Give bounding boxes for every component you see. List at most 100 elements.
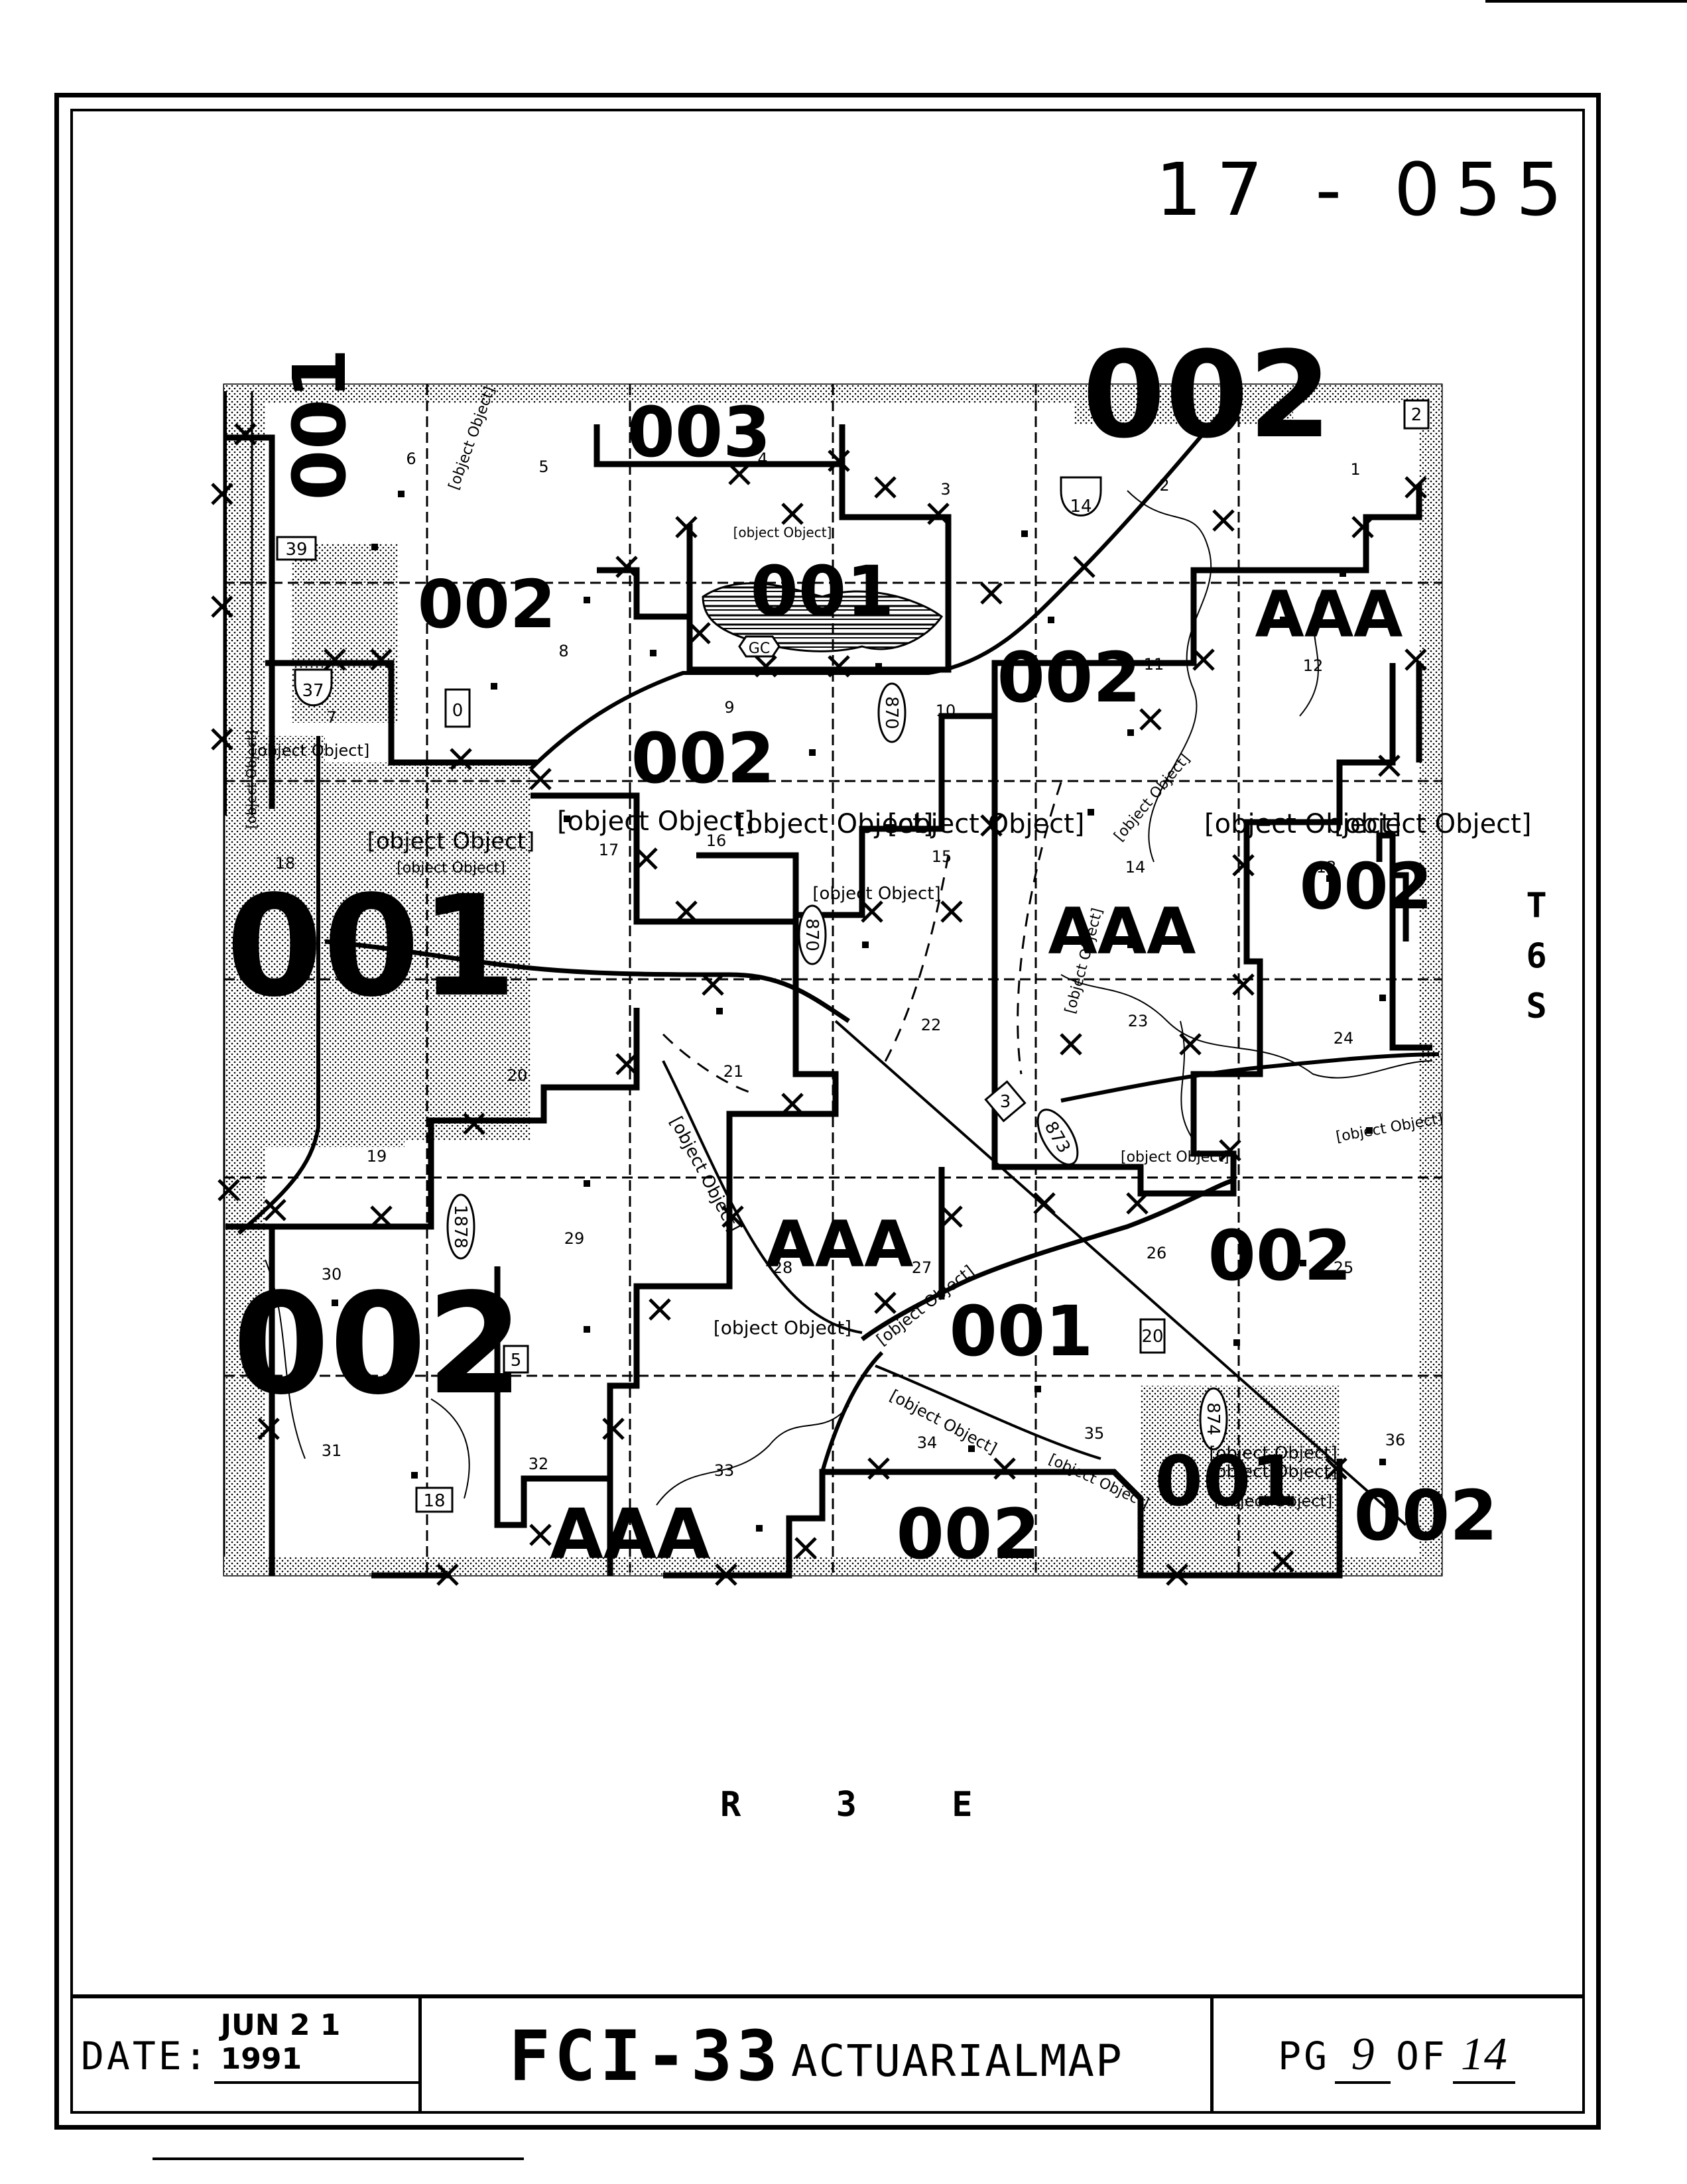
title-cell: FCI-33 ACTUARIALMAP [422, 1998, 1214, 2114]
township-letter-n2: [object Object] [1334, 809, 1531, 839]
svg-text:29: 29 [564, 1229, 585, 1248]
svg-text:14: 14 [1125, 858, 1146, 877]
zone-label: 002 [418, 566, 556, 643]
page-frame-inner [70, 109, 1585, 2114]
bottom-edge-rule [153, 2157, 524, 2160]
date-stamp: JUN 2 1 1991 [214, 2008, 418, 2084]
township-letter: T [1526, 886, 1547, 926]
svg-text:16: 16 [706, 831, 727, 850]
svg-text:37: 37 [302, 681, 324, 701]
svg-text:33: 33 [714, 1461, 735, 1480]
svg-text:24: 24 [1334, 1029, 1354, 1048]
benton-urban-area [225, 736, 531, 1147]
route-shield-870-b: 870 [798, 904, 827, 965]
svg-text:5: 5 [511, 1351, 522, 1370]
svg-text:22: 22 [921, 1016, 942, 1034]
svg-text:26: 26 [1147, 1244, 1167, 1262]
svg-text:18: 18 [275, 854, 296, 873]
svg-text:39: 39 [285, 540, 307, 560]
township-direction: S [1526, 987, 1547, 1026]
svg-text:17: 17 [599, 841, 619, 859]
feature-little: [object Object] [1121, 1149, 1229, 1166]
zone-label: 003 [627, 392, 771, 473]
structure-markers [332, 491, 1386, 1532]
top-edge-rule [1485, 0, 1687, 3]
township-letter-n: [object Object] [887, 809, 1084, 839]
map-id: 17 - 055 [1155, 147, 1577, 232]
page-frame-outer [54, 93, 1601, 2130]
minor-roads [662, 782, 1062, 1095]
township-number: 6 [1526, 936, 1547, 976]
zone-label: AAA [1255, 577, 1403, 652]
svg-text:13: 13 [1316, 858, 1337, 877]
route-shield-20: 20 [1139, 1318, 1166, 1354]
range-label: R 3 E [720, 1785, 1010, 1825]
boundary-x-marks [211, 423, 1427, 1586]
zone-labels: 001 002 003 002 001 AAA 002 002 001 AAA … [226, 326, 1498, 1575]
route-shield-870-a: 870 [877, 682, 906, 743]
svg-text:11: 11 [1144, 655, 1164, 674]
svg-text:15: 15 [932, 847, 952, 866]
zone-label: AAA [550, 1494, 710, 1575]
svg-text:12: 12 [1303, 656, 1324, 675]
route-shield-37: 37 [294, 668, 333, 707]
svg-text:8: 8 [558, 642, 568, 660]
zone-label: 002 [997, 637, 1141, 718]
svg-text:35: 35 [1084, 1424, 1105, 1443]
township-letter-r: [object Object] [557, 806, 754, 837]
zone-label: 001 [277, 348, 362, 501]
route-shield-5: 5 [503, 1345, 529, 1374]
route-shield-1878: 1878 [446, 1193, 475, 1260]
highway-fap-853: [object Object] [243, 730, 259, 829]
svg-text:874: 874 [1203, 1402, 1223, 1435]
svg-text:32: 32 [529, 1455, 549, 1473]
place-pologan: [object Object] [1209, 1462, 1337, 1482]
railroads [662, 1060, 1101, 1460]
svg-text:2: 2 [1159, 476, 1169, 495]
title-block: DATE: JUN 2 1 1991 FCI-33 ACTUARIALMAP P… [70, 1994, 1585, 2114]
svg-text:20: 20 [1141, 1327, 1163, 1347]
svg-text:21: 21 [723, 1062, 744, 1081]
route-shield-2: 2 [1403, 399, 1430, 430]
place-benton-pop: [object Object] [397, 860, 505, 877]
form-name: ACTUARIALMAP [790, 2035, 1123, 2087]
township-letter-e: [object Object] [736, 809, 933, 839]
place-hanford: [object Object] [1209, 1443, 1337, 1463]
zone-label: 002 [233, 1263, 523, 1426]
svg-text:19: 19 [367, 1147, 387, 1166]
svg-text:1: 1 [1350, 460, 1360, 479]
route-shield-874: 874 [1199, 1387, 1228, 1451]
svg-text:5: 5 [538, 457, 548, 476]
svg-text:7: 7 [326, 708, 336, 727]
zone-label: 002 [1353, 1475, 1497, 1556]
svg-text:9: 9 [724, 698, 734, 717]
place-steel: [object Object] [812, 884, 940, 904]
place-benton: [object Object] [367, 828, 535, 855]
svg-text:3: 3 [940, 480, 950, 499]
date-cell: DATE: JUN 2 1 1991 [70, 1998, 422, 2114]
page-total: 14 [1452, 2028, 1515, 2084]
svg-text:870: 870 [881, 696, 901, 729]
of-label: OF [1396, 2033, 1448, 2079]
feature-lake: [object Object] [733, 524, 832, 540]
section-numbers: 6 5 4 3 2 1 7 8 9 10 11 12 18 17 16 15 1… [275, 450, 1406, 1480]
svg-text:GC: GC [749, 640, 770, 657]
svg-text:20: 20 [507, 1066, 528, 1085]
route-shield-gc: GC [738, 635, 781, 658]
route-shield-14: 14 [1060, 476, 1102, 516]
svg-text:25: 25 [1334, 1258, 1354, 1277]
ne-urban-patch [1074, 385, 1293, 424]
svg-text:28: 28 [773, 1258, 793, 1277]
zone-label: 001 [949, 1291, 1093, 1372]
svg-text:34: 34 [917, 1433, 938, 1452]
place-groat: [object Object] [714, 1317, 851, 1339]
svg-text:27: 27 [912, 1258, 932, 1277]
svg-text:18: 18 [423, 1491, 445, 1511]
svg-text:6: 6 [406, 450, 416, 468]
zone-label: AAA [766, 1207, 914, 1282]
zone-label: 002 [1208, 1215, 1351, 1296]
township-label: T 6 S [1513, 880, 1560, 1032]
zone-label: 002 [896, 1494, 1040, 1575]
zone-label: 001 [226, 865, 517, 1028]
svg-text:3: 3 [1000, 1092, 1011, 1112]
